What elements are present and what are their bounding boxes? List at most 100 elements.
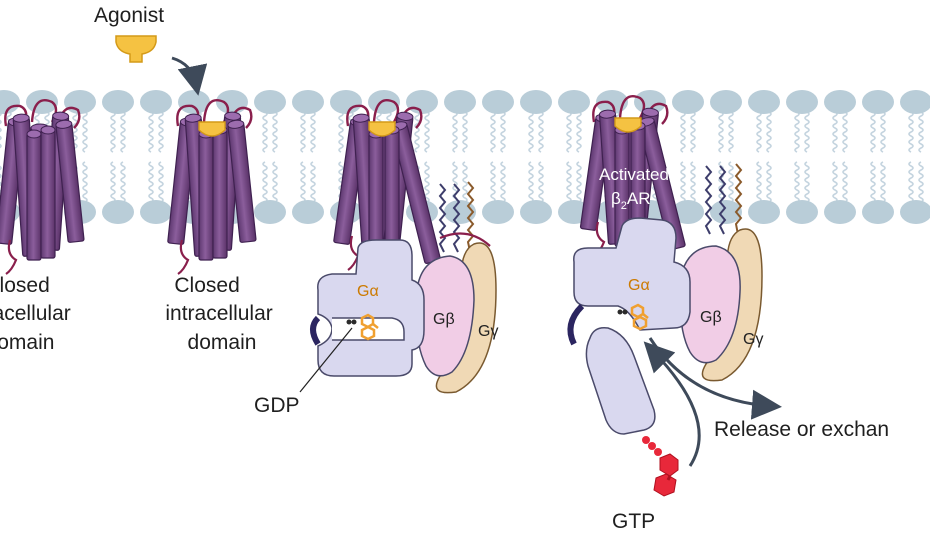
- lipid-tail-upper: [262, 111, 268, 153]
- lipid-head-lower: [672, 200, 704, 224]
- receptor-c-terminal-tail: [5, 239, 18, 275]
- lipid-tail-upper: [832, 111, 838, 153]
- g-alpha-lower-subunit-2: [585, 326, 656, 435]
- lipid-tail-upper: [310, 111, 316, 153]
- lipid-tail-upper: [82, 111, 88, 153]
- lipid-tail-lower: [82, 161, 88, 203]
- lipid-tail-lower: [500, 161, 506, 203]
- lipid-tail-upper: [690, 111, 696, 153]
- lipid-head-upper: [824, 90, 856, 114]
- lipid-tail-upper: [110, 111, 116, 153]
- lipid-tail-upper: [414, 111, 420, 153]
- agonist-label: Agonist: [94, 4, 164, 27]
- lipid-tail-lower: [148, 161, 154, 203]
- lipid-anchors-complex-2: [704, 163, 743, 241]
- lipid-tail-upper: [462, 111, 468, 153]
- g-alpha-upper-subunit-2: [573, 217, 691, 331]
- lipid-tail-upper: [880, 111, 886, 153]
- g-alpha-subunit-1: [317, 239, 425, 377]
- bound-agonist: [614, 117, 642, 133]
- lipid-tail-lower: [842, 161, 848, 203]
- lipid-tail-lower: [272, 161, 278, 203]
- lipid-tail-lower: [794, 161, 800, 203]
- helix-cap: [642, 107, 659, 117]
- lipid-tail-upper: [72, 111, 78, 153]
- lipid-head-upper: [748, 90, 780, 114]
- lipid-tails-upper: [0, 111, 924, 153]
- lipid-head-lower: [824, 200, 856, 224]
- lipid-head-upper: [140, 90, 172, 114]
- gtp-molecule: [642, 436, 679, 497]
- lipid-head-lower: [786, 200, 818, 224]
- release-exchange-label: Release or exchan: [714, 418, 889, 441]
- helix-cap: [12, 113, 30, 123]
- g-beta-subunit-1: [415, 255, 475, 377]
- lipid-tail-upper: [804, 111, 810, 153]
- lipid-head-lower: [254, 200, 286, 224]
- lipid-head-lower: [102, 200, 134, 224]
- g-protein-activated: [567, 217, 763, 435]
- closed-domain-label-1: Closed intracellular domain: [0, 274, 77, 354]
- lipid-head-upper: [102, 90, 134, 114]
- lipid-heads-upper: [0, 90, 930, 114]
- lipid-head-upper: [64, 90, 96, 114]
- bound-agonist: [368, 121, 396, 137]
- helix-cap: [396, 111, 414, 121]
- lipid-tail-upper: [338, 111, 344, 153]
- lipid-head-upper: [634, 90, 666, 114]
- helix-cap: [184, 113, 202, 123]
- lipid-tails-lower: [0, 161, 924, 203]
- lipid-head-upper: [710, 90, 742, 114]
- lipid-tail-lower: [832, 161, 838, 203]
- transmembrane-helix: [198, 133, 214, 261]
- transmembrane-helix: [40, 129, 56, 259]
- lipid-tail-upper: [908, 111, 914, 153]
- lipid-bilayer: [0, 90, 930, 224]
- lipid-head-lower: [482, 200, 514, 224]
- lipid-tail-upper: [794, 111, 800, 153]
- lipid-tail-lower: [690, 161, 696, 203]
- lipid-head-upper: [596, 90, 628, 114]
- lipid-tail-lower: [908, 161, 914, 203]
- helix-cap: [26, 129, 42, 139]
- transmembrane-helix: [26, 133, 42, 261]
- lipid-tail-upper: [148, 111, 154, 153]
- lipid-tail-upper: [528, 111, 534, 153]
- lipid-tail-upper: [500, 111, 506, 153]
- helix-cap: [598, 109, 616, 119]
- lipid-tail-lower: [300, 161, 306, 203]
- lipid-tail-upper: [842, 111, 848, 153]
- gdp-molecule: [346, 313, 379, 341]
- lipid-tail-lower: [756, 161, 762, 203]
- helix-cap: [40, 125, 56, 135]
- gtp-label: GTP: [612, 510, 655, 533]
- helix-cap: [55, 119, 73, 129]
- lipid-head-upper: [786, 90, 818, 114]
- lipid-tail-lower: [680, 161, 686, 203]
- lipid-tail-lower: [424, 161, 430, 203]
- lipid-tail-lower: [528, 161, 534, 203]
- gdp-molecule-released: [617, 303, 649, 331]
- lipid-tail-upper: [272, 111, 278, 153]
- lipid-tail-lower: [262, 161, 268, 203]
- lipid-anchors-complex-1: [438, 181, 475, 257]
- lipid-tail-upper: [566, 111, 572, 153]
- gdp-pointer-line: [299, 327, 353, 393]
- lipid-tail-lower: [728, 161, 734, 203]
- lipid-tail-lower: [880, 161, 886, 203]
- lipid-tail-lower: [538, 161, 544, 203]
- lipid-tail-lower: [804, 161, 810, 203]
- lipid-tail-upper: [424, 111, 430, 153]
- binding-arrow: [171, 56, 208, 96]
- lipid-head-lower: [748, 200, 780, 224]
- receptor-closed-agonist-bound: [167, 99, 257, 275]
- lipid-tail-upper: [490, 111, 496, 153]
- lipid-head-lower: [862, 200, 894, 224]
- lipid-tail-upper: [766, 111, 772, 153]
- lipid-head-upper: [520, 90, 552, 114]
- g-alpha-label-1: Gα: [357, 283, 379, 300]
- receptor-with-g-protein: [333, 99, 441, 271]
- lipid-head-upper: [444, 90, 476, 114]
- activated-receptor-label: Activated: [599, 165, 669, 184]
